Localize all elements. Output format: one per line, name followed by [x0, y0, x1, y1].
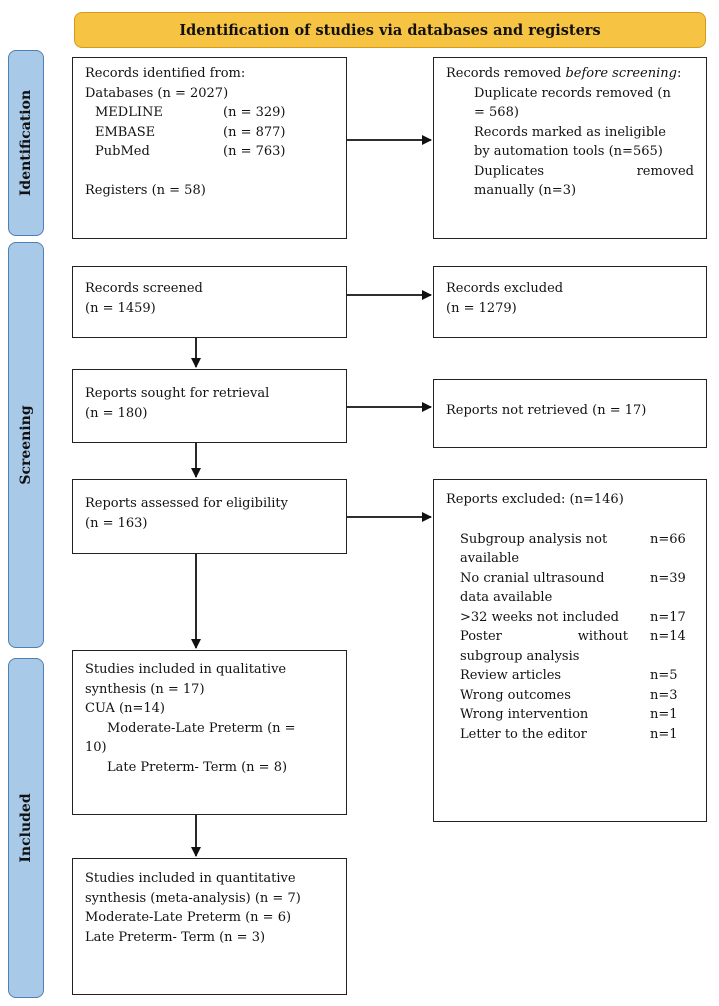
source-name: EMBASE — [95, 124, 156, 140]
screened-count: (n = 1459) — [85, 300, 156, 316]
reports-assessed-box: Reports assessed for eligibility (n = 16… — [72, 479, 347, 554]
exclusion-count: n=39 — [650, 570, 686, 586]
removed-auto-1: Records marked as ineligible — [474, 124, 666, 140]
exclusion-label: Wrong intervention — [460, 707, 589, 722]
exclusion-item: Review articles n=5 — [460, 666, 694, 686]
exclusion-label-cont: data available — [460, 590, 553, 605]
exclusion-label-word2: without — [577, 629, 628, 644]
exclusion-item: Wrong outcomes n=3 — [460, 686, 694, 706]
sought-count: (n = 180) — [85, 405, 148, 421]
removed-manual-2: manually (n=3) — [474, 183, 577, 198]
not-retrieved-title: Reports not retrieved (n = 17) — [446, 403, 647, 418]
removed-title-emphasis: before screening — [565, 66, 677, 81]
exclusion-label-cont: subgroup analysis — [460, 648, 580, 664]
exclusion-label: Review articles — [460, 668, 562, 683]
phase-included: Included — [8, 658, 44, 998]
exclusion-item: Subgroup analysis not available n=66 — [460, 530, 694, 569]
source-name: MEDLINE — [95, 105, 163, 120]
exclusion-count: n=5 — [650, 668, 678, 683]
source-row: MEDLINE (n = 329) — [85, 103, 334, 123]
qualitative-cua: CUA (n=14) — [85, 701, 165, 716]
quantitative-line1: Studies included in quantitative — [85, 871, 296, 886]
screened-title: Records screened — [85, 281, 203, 296]
removed-title-post: : — [676, 66, 682, 81]
assessed-title: Reports assessed for eligibility — [85, 496, 288, 511]
removed-dup-1: Duplicate records removed (n — [474, 85, 671, 101]
qualitative-synthesis-box: Studies included in qualitative synthesi… — [72, 650, 347, 815]
reports-not-retrieved-box: Reports not retrieved (n = 17) — [433, 379, 707, 448]
excluded2-title: Reports excluded: (n=146) — [446, 492, 624, 507]
removed-dup-2: = 568) — [474, 105, 519, 120]
reports-sought-box: Reports sought for retrieval (n = 180) — [72, 369, 347, 443]
records-screened-box: Records screened (n = 1459) — [72, 266, 347, 338]
removed-manual-word2: removed — [636, 163, 694, 179]
exclusion-label-cont: available — [460, 551, 520, 566]
header-title: Identification of studies via databases … — [179, 21, 601, 39]
qualitative-moderate-2: 10) — [85, 740, 107, 755]
quantitative-moderate: Moderate-Late Preterm (n = 6) — [85, 910, 292, 925]
excluded1-count: (n = 1279) — [446, 300, 517, 316]
exclusion-count: n=17 — [650, 609, 686, 625]
qualitative-moderate-1: Moderate-Late Preterm (n = — [107, 720, 296, 736]
source-count: (n = 877) — [223, 124, 286, 140]
exclusion-count: n=14 — [650, 629, 686, 644]
records-identified-box: Records identified from: Databases (n = … — [72, 57, 347, 239]
exclusion-item: Wrong intervention n=1 — [460, 705, 694, 725]
header-banner: Identification of studies via databases … — [74, 12, 706, 48]
phase-identification: Identification — [8, 50, 44, 236]
exclusion-item: >32 weeks not included n=17 — [460, 608, 694, 628]
exclusion-label-word1: Poster — [460, 629, 502, 644]
phase-screening: Screening — [8, 242, 44, 648]
removed-manual-1: Duplicates removed — [446, 162, 694, 182]
identified-databases: Databases (n = 2027) — [85, 85, 229, 101]
exclusion-label: Subgroup analysis not — [460, 531, 608, 547]
quantitative-late: Late Preterm- Term (n = 3) — [85, 929, 266, 945]
sought-title: Reports sought for retrieval — [85, 386, 270, 401]
exclusion-label: Wrong outcomes — [460, 687, 571, 703]
excluded1-title: Records excluded — [446, 281, 564, 296]
quantitative-synthesis-box: Studies included in quantitative synthes… — [72, 858, 347, 995]
identified-title: Records identified from: — [85, 66, 246, 81]
exclusion-item: Poster without subgroup analysis n=14 — [460, 627, 694, 666]
removed-manual-word1: Duplicates — [474, 163, 545, 179]
exclusion-count: n=66 — [650, 531, 686, 547]
assessed-count: (n = 163) — [85, 515, 148, 531]
removed-title: Records removed before screening: — [446, 64, 694, 84]
exclusion-label: No cranial ultrasound — [460, 570, 605, 586]
qualitative-line1: Studies included in qualitative — [85, 662, 287, 677]
source-row: EMBASE (n = 877) — [85, 123, 334, 143]
identified-registers: Registers (n = 58) — [85, 182, 206, 198]
exclusion-label: >32 weeks not included — [460, 609, 619, 625]
qualitative-line2: synthesis (n = 17) — [85, 681, 205, 697]
quantitative-line2: synthesis (meta-analysis) (n = 7) — [85, 890, 301, 906]
removed-title-pre: Records removed — [446, 66, 566, 81]
exclusion-label: Letter to the editor — [460, 726, 587, 742]
qualitative-late: Late Preterm- Term (n = 8) — [107, 759, 288, 775]
removed-auto-2: by automation tools (n=565) — [474, 144, 663, 159]
source-count: (n = 763) — [223, 144, 286, 159]
exclusion-count: n=1 — [650, 726, 678, 742]
reports-excluded-box: Reports excluded: (n=146) Subgroup analy… — [433, 479, 707, 822]
source-row: PubMed (n = 763) — [85, 142, 334, 162]
exclusion-item: No cranial ultrasound data available n=39 — [460, 569, 694, 608]
records-removed-box: Records removed before screening: Duplic… — [433, 57, 707, 239]
exclusion-item: Letter to the editor n=1 — [460, 725, 694, 745]
source-name: PubMed — [95, 144, 150, 159]
exclusion-count: n=1 — [650, 707, 678, 722]
source-count: (n = 329) — [223, 105, 286, 120]
exclusion-count: n=3 — [650, 687, 678, 703]
records-excluded-box: Records excluded (n = 1279) — [433, 266, 707, 338]
